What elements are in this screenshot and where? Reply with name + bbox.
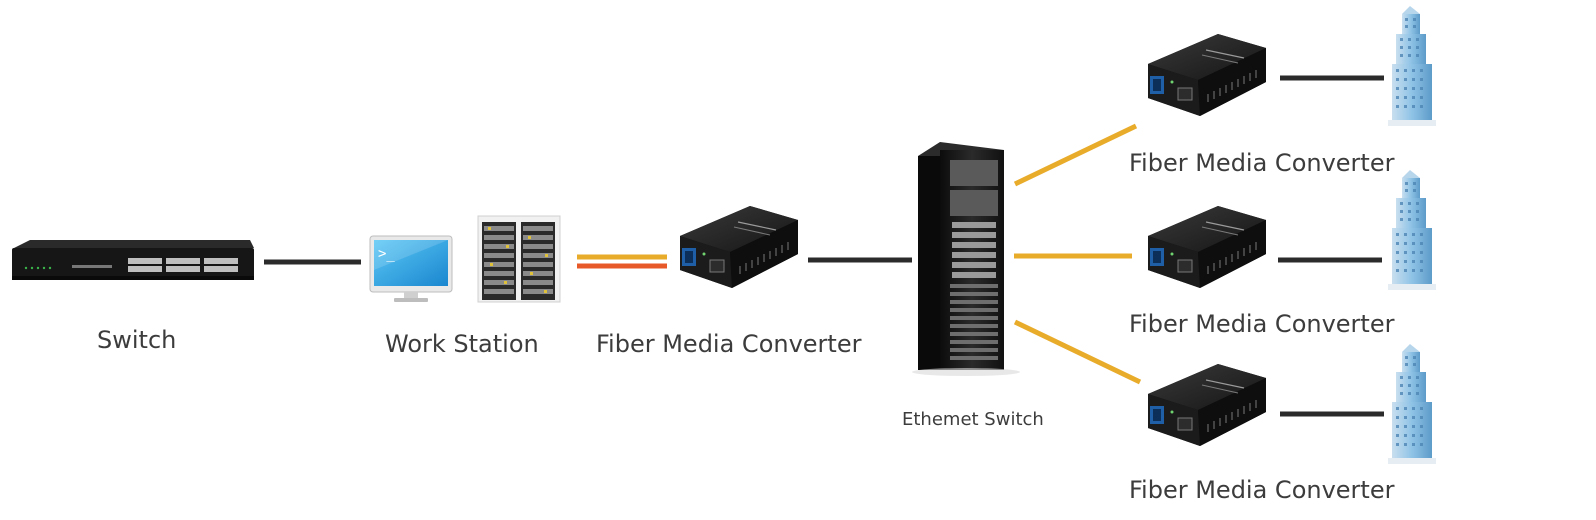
building-icon-middle <box>1388 170 1436 290</box>
fiber-media-converter-middle <box>1147 205 1267 289</box>
label-converter-top: Fiber Media Converter <box>1129 149 1395 177</box>
building-icon-bottom <box>1388 344 1436 464</box>
building-icon-top <box>1388 6 1436 126</box>
label-switch: Switch <box>97 326 177 354</box>
workstation-monitor: >_ <box>369 235 453 302</box>
svg-text:>_: >_ <box>378 246 395 262</box>
fiber-media-converter-main <box>679 205 799 289</box>
label-ethernet-switch: Ethemet Switch <box>902 409 1044 430</box>
label-converter-main: Fiber Media Converter <box>596 330 862 358</box>
fiber-link-bottom <box>1013 319 1142 385</box>
label-converter-middle: Fiber Media Converter <box>1129 310 1395 338</box>
switch-device <box>12 240 254 280</box>
label-work-station: Work Station <box>385 330 539 358</box>
workstation-server <box>477 215 561 303</box>
fiber-media-converter-bottom <box>1147 363 1267 447</box>
fiber-media-converter-top <box>1147 33 1267 117</box>
ethernet-switch-rack <box>912 142 1020 376</box>
fiber-link-top <box>1013 123 1138 187</box>
label-converter-bottom: Fiber Media Converter <box>1129 476 1395 504</box>
